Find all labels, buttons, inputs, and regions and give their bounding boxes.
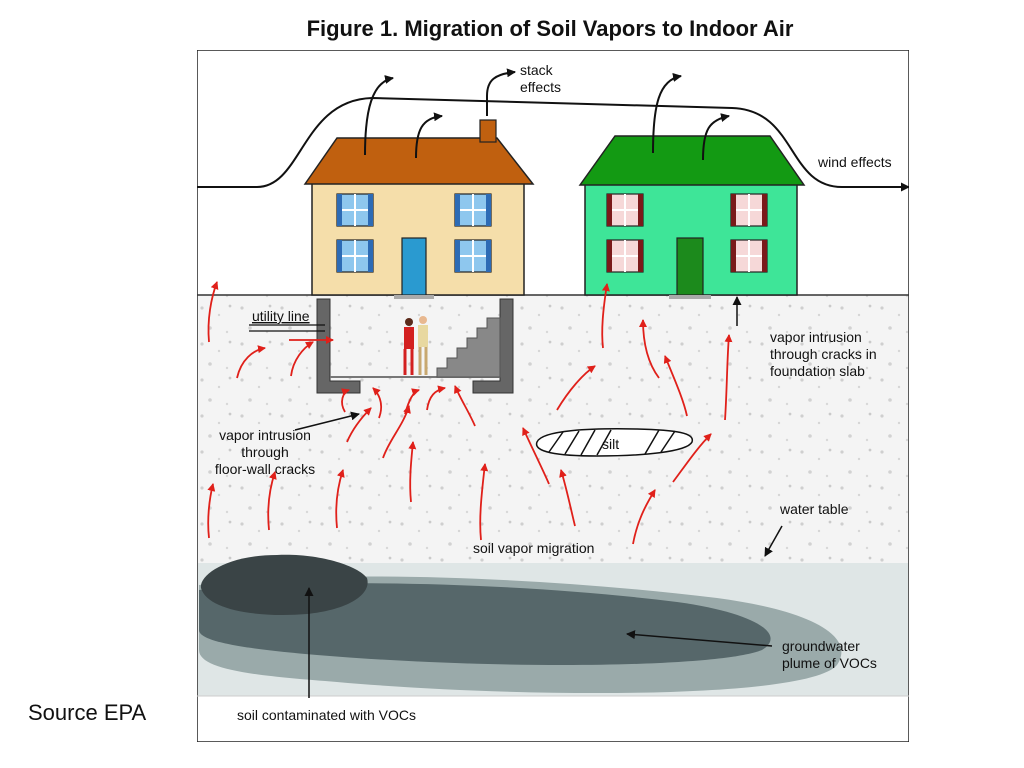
label-soil-vapor-migration: soil vapor migration xyxy=(473,540,594,556)
house2-step xyxy=(669,295,711,299)
house2-door xyxy=(676,237,704,296)
vapor-arrow xyxy=(672,433,712,483)
vapor-arrow xyxy=(663,355,688,417)
vapor-arrows xyxy=(207,281,733,545)
label-plume-1: groundwater xyxy=(782,638,860,654)
house-basement xyxy=(303,119,535,394)
vapor-arrow xyxy=(632,489,656,545)
basement-left-wall xyxy=(316,298,361,394)
utility-line xyxy=(249,324,325,332)
house1-step xyxy=(394,295,434,299)
vapor-arrow xyxy=(335,469,345,529)
label-stack-effects-2: effects xyxy=(520,79,561,95)
label-stack-effects-1: stack xyxy=(520,62,554,78)
label-slab-cracks-3: foundation slab xyxy=(770,363,865,379)
vapor-arrow xyxy=(724,334,733,421)
vapor-arrow xyxy=(556,365,596,411)
contaminated-soil-zone xyxy=(200,554,368,615)
vapor-arrow xyxy=(207,281,219,343)
house1-chimney xyxy=(479,119,497,143)
label-floor-wall-1: vapor intrusion xyxy=(219,427,311,443)
vapor-arrow xyxy=(601,283,610,349)
house2-roof xyxy=(578,135,806,186)
wind-flow-line xyxy=(197,96,909,192)
vapor-arrow xyxy=(236,345,266,379)
vapor-arrow xyxy=(479,463,489,541)
label-plume-2: plume of VOCs xyxy=(782,655,877,671)
label-silt: silt xyxy=(602,436,619,452)
vapor-arrow xyxy=(207,483,216,539)
label-floor-wall-3: floor-wall cracks xyxy=(215,461,315,477)
silt-hatch xyxy=(548,429,676,456)
vapor-arrow xyxy=(341,388,350,413)
label-slab-cracks-1: vapor intrusion xyxy=(770,329,862,345)
vapor-arrow xyxy=(346,407,372,443)
label-slab-cracks-2: through cracks in xyxy=(770,346,877,362)
vapor-arrow xyxy=(372,387,383,419)
house1-door xyxy=(401,237,427,296)
figure-title: Figure 1. Migration of Soil Vapors to In… xyxy=(306,16,794,41)
source-caption: Source EPA xyxy=(28,700,147,725)
house2-windows xyxy=(606,193,768,273)
vapor-migration-diagram: stack effects wind effects utility line … xyxy=(197,50,909,742)
vapor-arrow xyxy=(408,441,417,503)
vapor-arrow xyxy=(522,427,550,485)
label-contaminated-soil: soil contaminated with VOCs xyxy=(237,707,416,723)
house1-windows xyxy=(336,193,492,273)
vapor-arrow xyxy=(426,385,446,411)
vapor-arrow xyxy=(639,319,660,379)
vapor-arrow xyxy=(267,471,277,531)
label-utility-line: utility line xyxy=(252,308,310,324)
leader-lines xyxy=(294,296,783,698)
vapor-arrow xyxy=(454,385,476,427)
label-floor-wall-2: through xyxy=(241,444,288,460)
basement-right-wall xyxy=(472,298,514,394)
vapor-arrow xyxy=(290,341,314,377)
house-slab xyxy=(578,135,806,299)
stack-effect-arrows xyxy=(364,68,730,161)
label-water-table: water table xyxy=(779,501,849,517)
vapor-arrow xyxy=(559,469,576,527)
basement-stairs xyxy=(436,317,501,378)
people-figures xyxy=(403,316,428,375)
label-wind-effects: wind effects xyxy=(817,154,892,170)
vapor-arrow xyxy=(382,405,411,459)
house1-roof xyxy=(303,137,535,185)
